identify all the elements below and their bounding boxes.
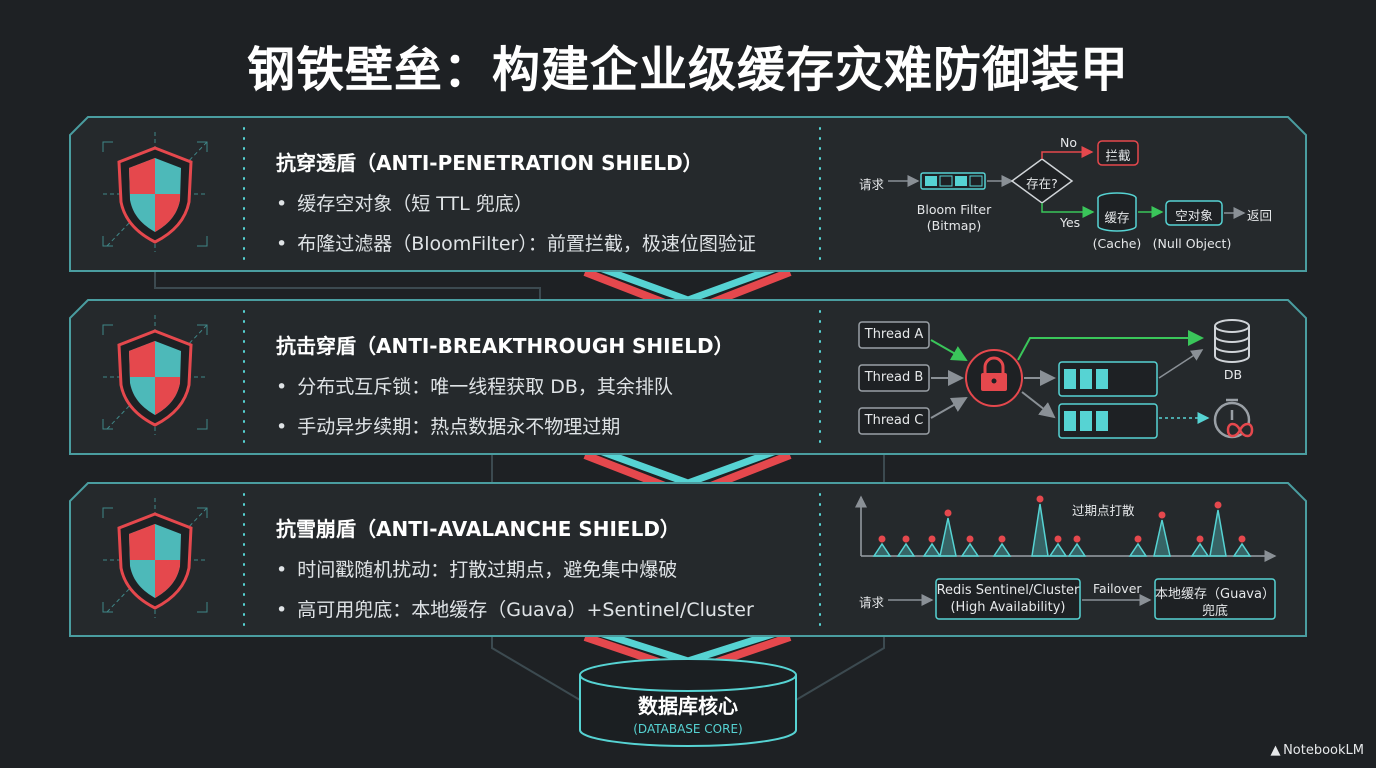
request-label: 请求 [859,177,885,192]
local-cache-label: 本地缓存（Guava） [1155,587,1275,602]
expiry-spikes [872,495,1252,557]
penetration-flow-diagram [888,140,1246,232]
spikes-label: 过期点打散 [1072,503,1135,518]
null-object-sublabel: (Null Object) [1152,236,1232,251]
expiry-spike [1232,542,1252,557]
no-label: No [1060,135,1077,150]
shield-icon [102,132,208,252]
shield-icon [102,498,208,618]
decision-label: 存在? [1026,176,1058,191]
bullet-item: 布隆过滤器（BloomFilter）：前置拦截，极速位图验证 [276,229,756,256]
panel-connectors [154,272,885,701]
thread-a-label: Thread A [864,327,924,342]
expiry-point [1073,535,1081,543]
bullet-item: 分布式互斥锁：唯一线程获取 DB，其余排队 [276,372,734,399]
block-label: 拦截 [1105,148,1131,163]
local-cache-box [1154,578,1276,620]
thread-b-box [858,364,930,392]
breakthrough-flow-diagram [858,319,1254,439]
yes-label: Yes [1060,215,1081,230]
panel-title: 抗穿透盾（ANTI-PENETRATION SHIELD） [276,151,703,175]
page-title: 钢铁壁垒：构建企业级缓存灾难防御装甲 [246,42,1129,98]
expiry-spike [1031,503,1049,557]
expiry-spike [1048,542,1068,557]
thread-c-label: Thread C [864,413,924,428]
panel-breakthrough: 抗击穿盾（ANTI-BREAKTHROUGH SHIELD） 分布式互斥锁：唯一… [276,330,734,439]
expiry-point [1196,535,1204,543]
block-box [1097,140,1139,166]
panel-avalanche: 抗雪崩盾（ANTI-AVALANCHE SHIELD） 时间戳随机扰动：打散过期… [276,513,754,622]
expiry-point [944,509,952,517]
expiry-point [902,535,910,543]
null-object-label: 空对象 [1175,208,1213,223]
expiry-spike [992,542,1012,557]
redis-label: Redis Sentinel/Cluster [936,583,1080,598]
return-label: 返回 [1247,208,1273,223]
expiry-spike [1128,542,1148,557]
expiry-spike [872,542,892,557]
expiry-spike [1067,542,1087,557]
expiry-spike [960,542,980,557]
expiry-spike [1209,509,1227,557]
redis-box [935,578,1081,620]
panel-title: 抗雪崩盾（ANTI-AVALANCHE SHIELD） [276,517,680,541]
brand-watermark: ▲ NotebookLM [1270,743,1364,758]
expiry-spike [922,542,942,557]
null-object-box [1165,200,1223,226]
shield-icon [102,315,208,435]
expiry-point [1134,535,1142,543]
expiry-spike [939,517,957,557]
bullet-item: 高可用兜底：本地缓存（Guava）+Sentinel/Cluster [276,595,754,622]
expiry-spike [1153,519,1171,557]
failover-label: Failover [1093,581,1142,596]
thread-c-box [858,407,930,435]
expiry-point [1214,501,1222,509]
database-icon [1214,319,1250,363]
expiry-point [1054,535,1062,543]
brand-label: NotebookLM [1283,743,1364,758]
database-core-title: 数据库核心 [638,694,738,718]
cache-sublabel: (Cache) [1092,236,1142,251]
panel-penetration: 抗穿透盾（ANTI-PENETRATION SHIELD） 缓存空对象（短 TT… [276,147,756,256]
expiry-spike [896,542,916,557]
thread-b-label: Thread B [864,370,924,385]
bullet-item: 缓存空对象（短 TTL 兜底） [276,189,756,216]
panel-title: 抗击穿盾（ANTI-BREAKTHROUGH SHIELD） [276,334,734,358]
expiry-point [1158,511,1166,519]
expiry-point [1036,495,1044,503]
expiry-point [966,535,974,543]
bloom-filter-sublabel: (Bitmap) [926,218,982,233]
cache-label: 缓存 [1104,210,1130,225]
expiry-spike [1190,542,1210,557]
local-cache-sublabel: 兜底 [1201,604,1228,619]
infinite-timer-icon [1213,398,1254,439]
dividers [243,127,821,628]
bloom-filter-label: Bloom Filter [916,202,992,217]
request-label: 请求 [859,595,885,610]
database-core [579,658,797,747]
expiry-point [928,535,936,543]
lock-icon [965,349,1023,407]
db-label: DB [1223,367,1243,382]
database-core-subtitle: (DATABASE CORE) [633,722,743,736]
bullet-item: 时间戳随机扰动：打散过期点，避免集中爆破 [276,555,754,582]
expiry-point [998,535,1006,543]
bullet-item: 手动异步续期：热点数据永不物理过期 [276,412,734,439]
expiry-point [878,535,886,543]
thread-a-box [858,321,930,349]
cache-cylinder-icon [1097,192,1137,232]
redis-sublabel: (High Availability) [950,600,1066,615]
avalanche-diagram [855,495,1277,620]
expiry-point [1238,535,1246,543]
